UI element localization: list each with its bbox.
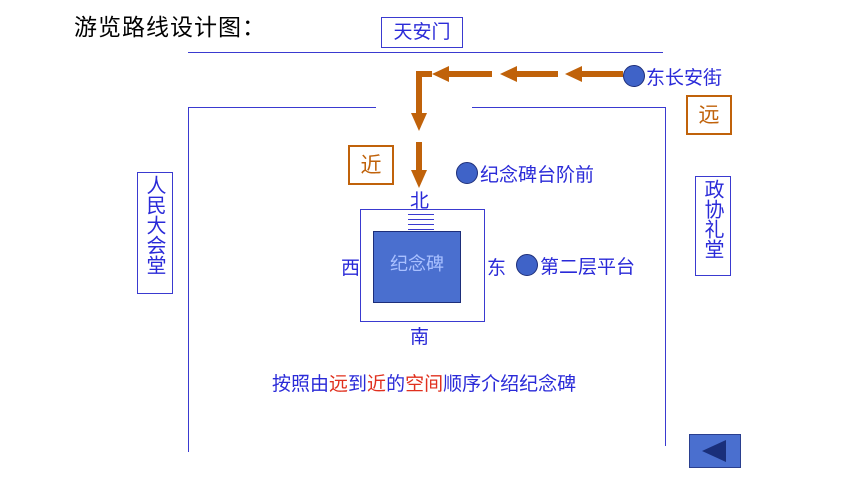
arrow-head-2 xyxy=(500,66,517,82)
platform-front-label: 纪念碑台阶前 xyxy=(480,164,595,186)
south-label: 南 xyxy=(410,326,430,348)
changan-street-line xyxy=(188,52,663,53)
caption-part-3: 到 xyxy=(348,373,368,395)
east-changan-dot xyxy=(623,65,645,87)
square-right-line xyxy=(665,107,666,446)
great-hall-label: 人民大会堂 xyxy=(137,172,173,294)
caption-space: 空间 xyxy=(405,373,444,395)
north-label: 北 xyxy=(410,190,430,212)
caption-part-1: 按照由 xyxy=(272,373,330,395)
caption: 按照由远到近的空间顺序介绍纪念碑 xyxy=(272,369,576,396)
caption-far: 远 xyxy=(329,373,349,395)
second-platform-label: 第二层平台 xyxy=(540,256,636,278)
second-platform-dot xyxy=(516,254,538,276)
square-top-left-line xyxy=(188,107,376,108)
arrow-head-4 xyxy=(411,113,427,131)
great-hall-text: 人民大会堂 xyxy=(143,175,167,275)
square-top-right-line xyxy=(472,107,666,108)
cppcc-hall-label: 政协礼堂 xyxy=(695,176,731,276)
east-label: 东 xyxy=(487,257,507,279)
monument-block: 纪念碑 xyxy=(373,231,461,303)
cppcc-hall-text: 政协礼堂 xyxy=(701,179,725,259)
square-left-line xyxy=(188,107,189,452)
west-label: 西 xyxy=(341,257,361,279)
arrow-head-5 xyxy=(411,170,427,188)
tiananmen-label: 天安门 xyxy=(381,17,463,48)
near-tag: 近 xyxy=(348,145,394,185)
monument-platform xyxy=(360,209,485,322)
east-changan-label: 东长安街 xyxy=(646,67,723,89)
back-triangle-icon xyxy=(702,440,726,462)
caption-near: 近 xyxy=(367,373,387,395)
monument-stairs xyxy=(408,210,434,232)
page-title: 游览路线设计图： xyxy=(74,15,266,41)
arrow-head-3 xyxy=(432,66,449,82)
back-button[interactable] xyxy=(689,434,741,468)
far-tag: 远 xyxy=(686,95,732,135)
caption-part-5: 的 xyxy=(386,373,406,395)
caption-part-7: 顺序介绍纪念碑 xyxy=(443,373,577,395)
platform-front-dot xyxy=(456,162,478,184)
arrow-head-1 xyxy=(565,66,582,82)
